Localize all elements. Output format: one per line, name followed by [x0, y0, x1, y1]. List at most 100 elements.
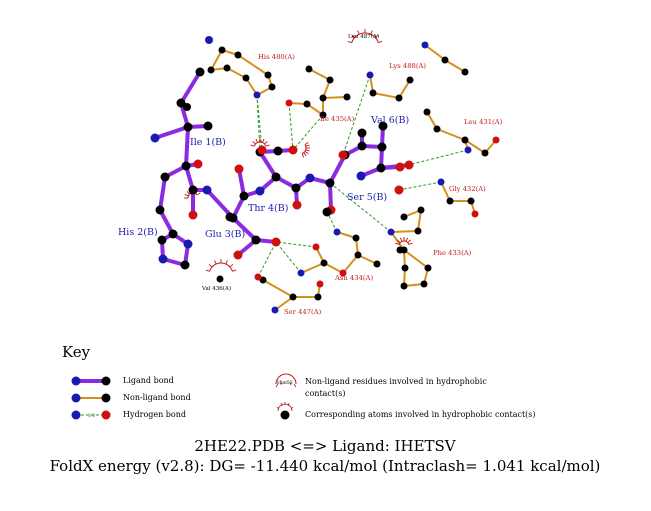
ligand-bond	[158, 209, 175, 235]
atom-o	[292, 200, 302, 210]
atom-c	[228, 213, 238, 223]
atom-c	[216, 275, 224, 283]
non-ligand-bond	[372, 92, 400, 99]
atom-c	[373, 260, 381, 268]
non-ligand-bond	[210, 49, 223, 71]
atom-c	[354, 251, 362, 259]
atom-n	[205, 36, 213, 44]
atom-c	[433, 125, 441, 133]
atom-c	[207, 66, 215, 74]
key-non-ligand-bond-label: Non-ligand bond	[123, 393, 191, 402]
atom-c	[400, 213, 408, 221]
atom-n	[271, 306, 279, 314]
key-hydrophobic-residue-sample: His 53	[275, 373, 297, 388]
ligand-label-thr4: Thr 4(B)	[248, 203, 288, 214]
atom-n	[202, 185, 212, 195]
atom-c	[352, 234, 360, 242]
atom-c	[420, 280, 428, 288]
atom-c	[271, 172, 281, 182]
key-hydrophobic-atom-sample	[276, 402, 294, 420]
atom-c	[251, 235, 261, 245]
atom-c	[181, 161, 191, 171]
residue-label-phe433: Phe 433(A)	[433, 249, 472, 257]
atom-o	[188, 210, 198, 220]
atom-c	[481, 149, 489, 157]
atom-c	[461, 136, 469, 144]
hydrogen-bond	[292, 114, 324, 151]
atom-c	[183, 103, 191, 111]
atom-n	[158, 254, 168, 264]
atom-c	[195, 67, 205, 77]
ligand-label-ser5: Ser 5(B)	[347, 192, 387, 203]
non-ligand-bond	[417, 209, 422, 232]
atom-o	[395, 162, 405, 172]
atom-c	[176, 98, 186, 108]
atom-c	[160, 172, 170, 182]
atom-o	[492, 136, 500, 144]
hydrogen-bond	[275, 241, 317, 248]
atom-o	[257, 145, 267, 155]
atom-c	[322, 207, 332, 217]
hydrogen-bond	[288, 102, 294, 151]
residue-label-ser447: Ser 447(A)	[284, 308, 322, 316]
hydrogen-bond	[326, 211, 338, 233]
atom-c	[168, 229, 178, 239]
ligand-bond	[328, 182, 333, 211]
key-ligand-bond-sample	[71, 376, 111, 386]
atom-o	[254, 273, 262, 281]
atom-c	[395, 94, 403, 102]
key-hbond-distance: 3.0	[88, 413, 95, 419]
atom-c	[446, 197, 454, 205]
atom-c	[188, 185, 198, 195]
key-panel: Key Ligand bond Non-ligand bond 3.0 Hydr…	[62, 343, 536, 420]
atom-o	[193, 159, 203, 169]
atom-c	[273, 146, 283, 156]
atom-c	[268, 83, 276, 91]
atom-n	[356, 171, 366, 181]
key-example-residue: His 53	[277, 380, 293, 386]
atom-c	[400, 282, 408, 290]
non-ligand-bond	[464, 139, 486, 154]
ligand-label-glu3: Glu 3(B)	[205, 229, 245, 240]
atom-n	[421, 41, 429, 49]
hydrogen-bond	[256, 94, 261, 153]
atom-c	[343, 93, 351, 101]
atom-o	[271, 237, 281, 247]
key-hydrophobic-residues-label-2: contact(s)	[305, 389, 345, 398]
non-ligand-bond	[357, 254, 378, 265]
atom-o	[316, 280, 324, 288]
atom-c	[325, 178, 335, 188]
atom-o	[339, 269, 347, 277]
hydrogen-bond	[342, 74, 371, 156]
atom-n	[333, 228, 341, 236]
ligand-bond	[158, 176, 167, 211]
atom-c	[467, 197, 475, 205]
atom-n	[253, 91, 261, 99]
hydrophobic-arc-leu487	[347, 29, 383, 44]
key-hydrophobic-atoms-label: Corresponding atoms involved in hydropho…	[305, 410, 536, 419]
hydrogen-bond	[329, 182, 392, 233]
atom-c	[223, 64, 231, 72]
key-hydrogen-bond-sample: 3.0	[71, 410, 111, 420]
atom-n	[305, 173, 315, 183]
atom-n	[255, 186, 265, 196]
ligand-bond	[258, 150, 278, 179]
atom-c	[461, 68, 469, 76]
hydrophobic-atom-arc	[301, 141, 310, 158]
atom-c	[424, 264, 432, 272]
atom-c	[406, 76, 414, 84]
residue-label-his480: His 480(A)	[258, 53, 295, 61]
ligand-bond	[237, 168, 246, 197]
residue-label-lys488: Lys 488(A)	[389, 62, 426, 70]
atom-c	[423, 108, 431, 116]
atom-o	[233, 250, 243, 260]
atom-c	[239, 191, 249, 201]
atom-c	[291, 183, 301, 193]
atom-c	[414, 227, 422, 235]
hydrogen-bond	[398, 181, 442, 191]
ligand-label-his2: His 2(B)	[118, 227, 158, 238]
atom-c	[326, 76, 334, 84]
non-ligand-bond	[424, 44, 446, 61]
atom-o	[394, 185, 404, 195]
atom-c	[319, 111, 327, 119]
